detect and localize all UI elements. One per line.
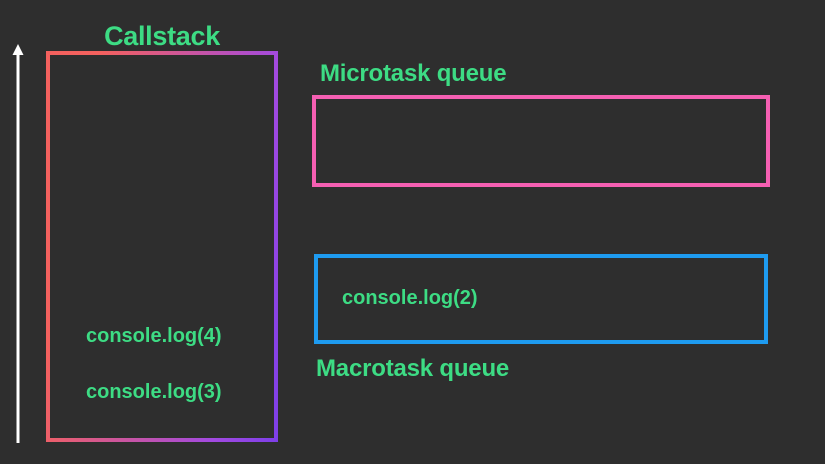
callstack-frame: console.log(3) xyxy=(86,381,222,403)
macrotask-queue-box: console.log(2) xyxy=(314,254,768,344)
microtask-queue-title: Microtask queue xyxy=(320,60,507,87)
stack-direction-arrow xyxy=(8,40,28,450)
arrow-up-icon xyxy=(12,44,24,443)
callstack-box: console.log(4) console.log(3) xyxy=(46,51,278,442)
callstack-frame: console.log(4) xyxy=(86,325,222,347)
macrotask-queue-title: Macrotask queue xyxy=(316,355,510,382)
macrotask-queue-item: console.log(2) xyxy=(342,287,478,309)
microtask-queue-box xyxy=(312,95,770,187)
callstack-title: Callstack xyxy=(104,21,220,51)
callstack-frame-list: console.log(4) console.log(3) xyxy=(50,324,274,438)
